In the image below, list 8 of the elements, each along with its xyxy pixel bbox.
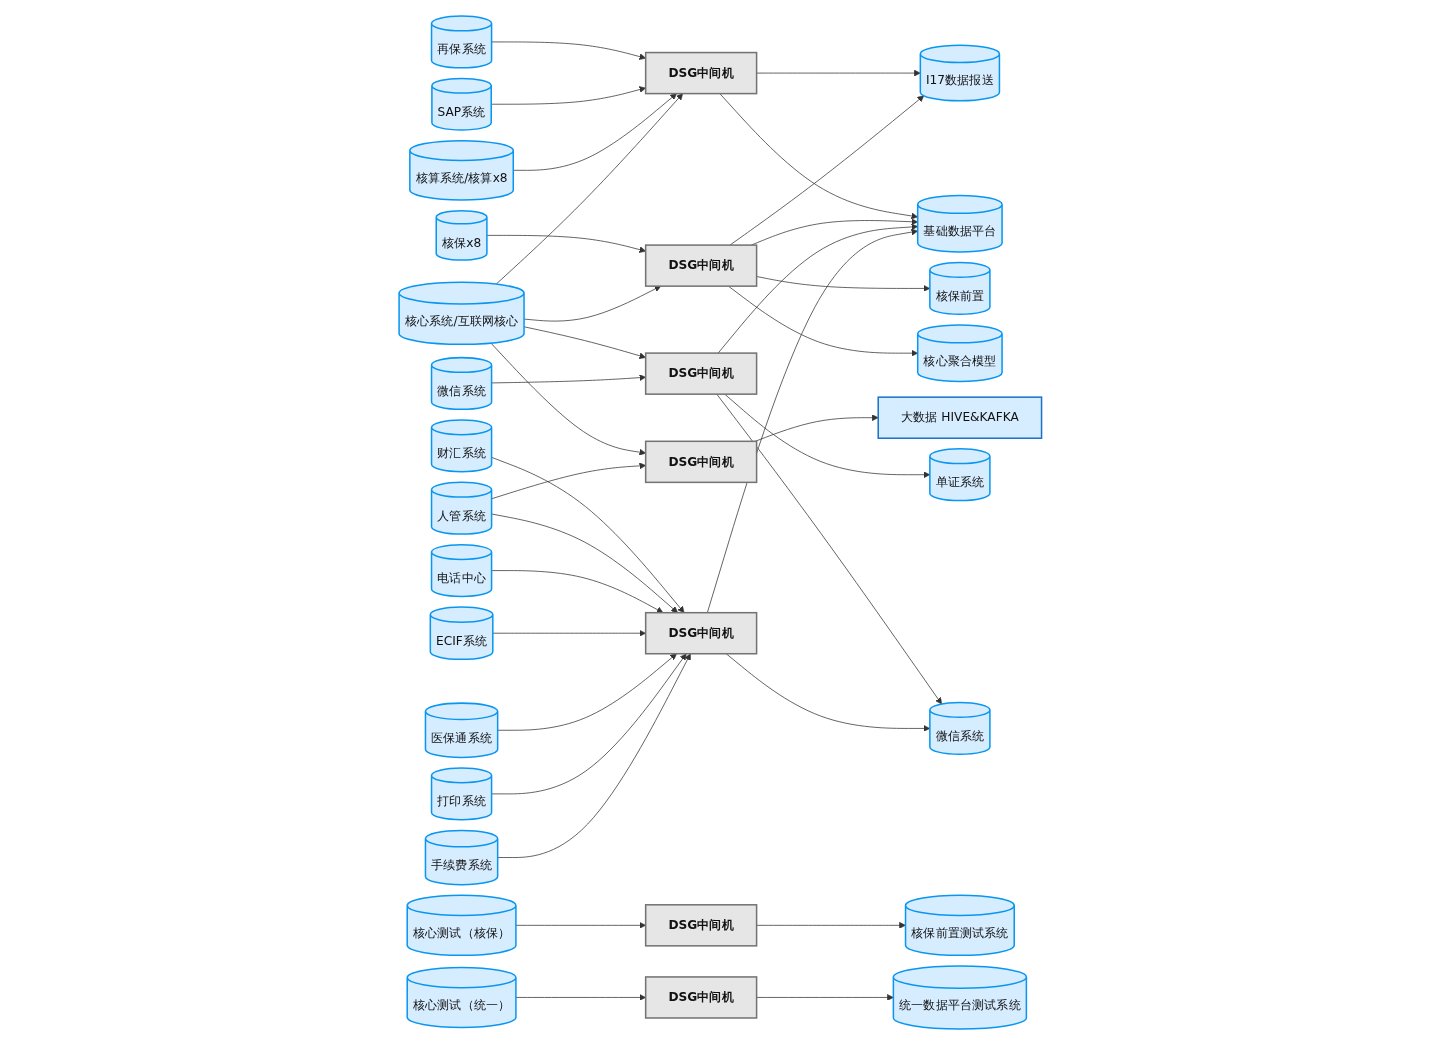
node-box: DSG中间机 <box>645 352 758 395</box>
node-box: DSG中间机 <box>645 51 758 95</box>
node-box: DSG中间机 <box>645 611 758 655</box>
node-box: DSG中间机 <box>645 440 758 484</box>
node-box: DSG中间机 <box>645 976 758 1019</box>
node-box: 大数据 HIVE&KAFKA <box>877 396 1043 439</box>
node-box: DSG中间机 <box>645 904 758 947</box>
node-box: DSG中间机 <box>645 244 758 287</box>
